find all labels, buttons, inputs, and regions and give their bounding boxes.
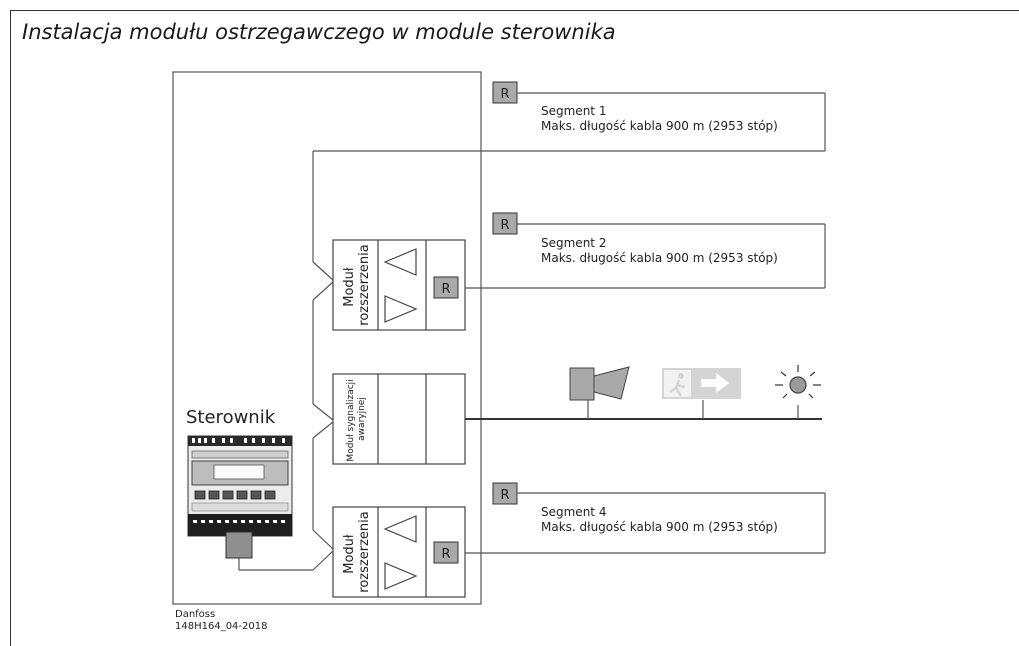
credit-company: Danfoss — [175, 609, 216, 620]
svg-text:R: R — [500, 488, 509, 503]
page-title: Instalacja modułu ostrzegawczego w modul… — [22, 20, 616, 44]
expansion-module-2: Moduł rozszerzenia R — [332, 506, 466, 598]
triangle-right-icon — [384, 562, 418, 590]
controller-label: Sterownik — [186, 407, 276, 428]
exit-sign-icon — [662, 368, 741, 399]
enclosure-box — [172, 71, 482, 605]
alarm-module-label-line2: awaryjnej — [357, 397, 367, 441]
svg-text:Moduł rozszerzenia: Moduł rozszerzenia — [342, 244, 372, 325]
triangle-left-icon — [383, 515, 417, 543]
alarm-module-label-line1: Moduł sygnalizacji — [346, 379, 356, 461]
segment-4-detail: Maks. długość kabla 900 m (2953 stóp) — [541, 520, 778, 534]
segment-1-detail: Maks. długość kabla 900 m (2953 stóp) — [541, 119, 778, 133]
relay-box-module-1 — [433, 276, 459, 299]
svg-text:R: R — [441, 282, 450, 297]
segment-2-name: Segment 2 — [541, 236, 606, 250]
horn-siren-icon — [569, 366, 630, 401]
svg-text:Moduł sygnalizacji awary: Moduł sygnalizacji awaryjnej — [346, 376, 367, 461]
expansion-module-1-label-line1: Moduł — [342, 267, 357, 307]
warning-light-icon — [775, 365, 821, 399]
svg-text:R: R — [441, 547, 450, 562]
controller-device-icon — [187, 435, 293, 559]
segment-2-detail: Maks. długość kabla 900 m (2953 stóp) — [541, 251, 778, 265]
expansion-module-1: Moduł rozszerzenia R — [332, 239, 466, 331]
relay-box-module-2 — [433, 541, 459, 564]
credit-code: 148H164_04-2018 — [175, 621, 268, 632]
relay-box-segment-4 — [492, 482, 518, 505]
frame-top-border — [10, 10, 1019, 11]
segment-4-name: Segment 4 — [541, 505, 606, 519]
expansion-module-2-label-line1: Moduł — [342, 534, 357, 574]
triangle-left-icon — [383, 248, 417, 276]
svg-text:Moduł rozszerzenia: Moduł rozszerzenia — [342, 511, 372, 592]
expansion-module-2-label-line2: rozszerzenia — [357, 511, 372, 592]
svg-text:R: R — [500, 218, 509, 233]
frame-left-border — [10, 10, 11, 646]
relay-box-segment-1 — [492, 81, 518, 104]
connector-plug — [225, 531, 253, 559]
triangle-right-icon — [384, 295, 418, 323]
expansion-module-1-label-line2: rozszerzenia — [357, 244, 372, 325]
image-credit: Danfoss 148H164_04-2018 — [175, 609, 267, 633]
alarm-signaling-module: Moduł sygnalizacji awaryjnej — [332, 373, 466, 465]
svg-text:R: R — [500, 87, 509, 102]
relay-box-segment-2 — [492, 212, 518, 235]
segment-1-name: Segment 1 — [541, 104, 606, 118]
